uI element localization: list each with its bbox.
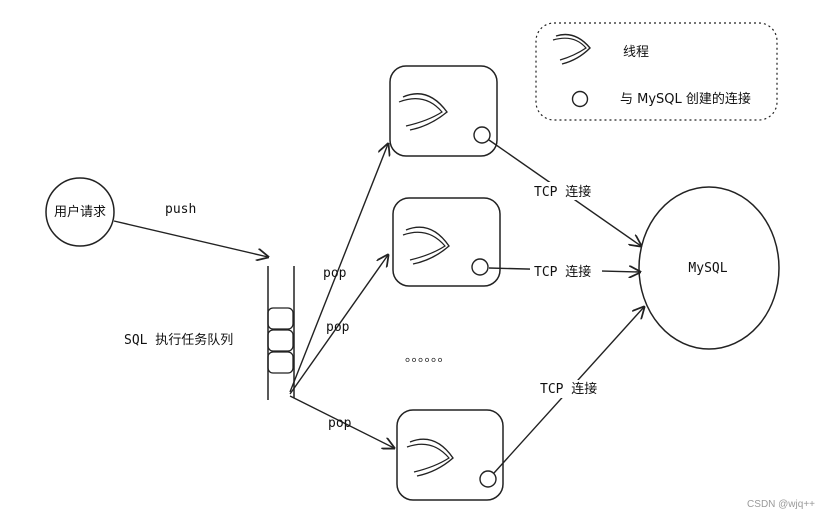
mysql-label: MySQL bbox=[688, 261, 727, 276]
watermark: CSDN @wjq++ bbox=[747, 499, 815, 510]
ellipsis: 。。。。。。 bbox=[405, 350, 451, 365]
thread-icon bbox=[555, 33, 591, 65]
legend-box: 线程 与 MySQL 创建的连接 bbox=[535, 22, 778, 121]
push-arrow bbox=[113, 220, 268, 257]
user-request-node: 用户请求 bbox=[45, 177, 115, 247]
tcp-label-1: TCP 连接 bbox=[534, 184, 591, 200]
connection-icon bbox=[479, 470, 497, 488]
pop-arrow-3 bbox=[289, 395, 394, 448]
user-request-label: 用户请求 bbox=[54, 204, 106, 220]
mysql-node: MySQL bbox=[638, 186, 780, 350]
thread-icon bbox=[402, 93, 448, 131]
queue-item bbox=[267, 351, 294, 374]
queue-label: SQL 执行任务队列 bbox=[124, 332, 233, 348]
legend-connection-label: 与 MySQL 创建的连接 bbox=[620, 91, 751, 107]
tcp-label-2: TCP 连接 bbox=[534, 264, 591, 280]
queue-item bbox=[267, 329, 294, 352]
tcp-label-3: TCP 连接 bbox=[540, 381, 597, 397]
connection-icon bbox=[473, 126, 491, 144]
thread-box-3 bbox=[396, 409, 504, 501]
pop-label-3: pop bbox=[328, 416, 352, 431]
thread-box-2 bbox=[392, 197, 501, 287]
thread-icon bbox=[405, 226, 450, 265]
pop-arrow-2 bbox=[289, 255, 388, 395]
connection-icon bbox=[471, 258, 489, 276]
connection-icon bbox=[571, 90, 589, 108]
push-label: push bbox=[165, 202, 196, 217]
legend-thread-label: 线程 bbox=[623, 45, 649, 60]
queue-item bbox=[267, 307, 294, 330]
task-queue bbox=[267, 266, 295, 400]
pop-label-2: pop bbox=[326, 320, 350, 335]
pop-arrow-1 bbox=[289, 144, 388, 393]
thread-box-1 bbox=[389, 65, 498, 157]
pop-label-1: pop bbox=[323, 266, 347, 281]
thread-icon bbox=[409, 438, 454, 477]
